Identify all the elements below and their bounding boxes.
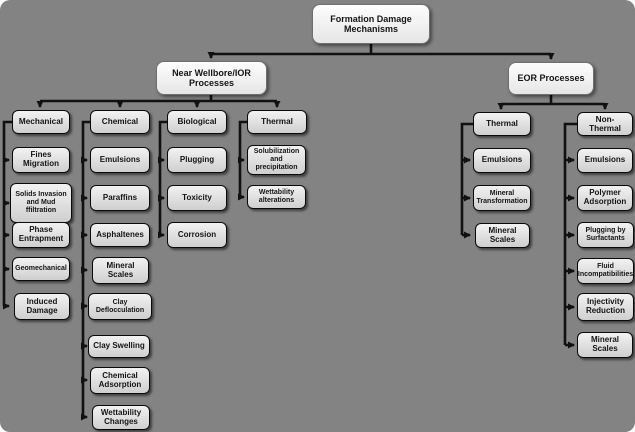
node-fines-migration: Fines Migration [12, 147, 70, 173]
node-mineral-scales-eor-thermal: Mineral Scales [475, 223, 530, 248]
node-emulsions-chemical: Emulsions [90, 147, 150, 173]
node-near-wellbore-ior-processes: Near Wellbore/IOR Processes [156, 61, 267, 95]
node-chemical: Chemical [90, 110, 150, 134]
node-mechanical: Mechanical [12, 110, 70, 134]
node-asphaltenes: Asphaltenes [90, 223, 150, 247]
node-non-thermal: Non-Thermal [577, 112, 633, 136]
node-eor-processes: EOR Processes [508, 62, 594, 95]
node-fluid-incompatibilities: Fluid Incompatibilities [577, 258, 634, 284]
node-clay-swelling: Clay Swelling [88, 335, 150, 358]
node-formation-damage-mechanisms: Formation Damage Mechanisms [312, 4, 430, 44]
node-mineral-scales-chemical: Mineral Scales [92, 257, 149, 284]
node-wettability-changes: Wettability Changes [92, 405, 150, 430]
node-polymer-adsorption: Polymer Adsorption [577, 185, 633, 211]
node-phase-entrapment: Phase Entrapment [12, 222, 70, 248]
node-thermal-ior: Thermal [247, 110, 307, 134]
node-plugging: Plugging [167, 147, 227, 173]
node-plugging-by-surfactants: Plugging by Surfactants [577, 222, 634, 248]
node-chemical-adsorption: Chemical Adsorption [90, 367, 150, 394]
node-emulsions-non-thermal: Emulsions [577, 148, 633, 173]
node-toxicity: Toxicity [167, 185, 227, 211]
node-thermal-eor: Thermal [473, 112, 531, 136]
node-paraffins: Paraffins [90, 185, 150, 211]
node-corrosion: Corrosion [167, 222, 227, 248]
node-solubilization-precipitation: Solubilization and precipitation [247, 145, 306, 175]
node-wettability-alterations: Wettability alterations [247, 185, 306, 209]
node-mineral-scales-non-thermal: Mineral Scales [577, 332, 633, 358]
node-injectivity-reduction: Injectivity Reduction [577, 293, 634, 321]
node-clay-deflocculation: Clay Deflocculation [88, 293, 152, 320]
node-geomechanical: Geomechanical [12, 257, 70, 281]
node-induced-damage: Induced Damage [14, 293, 70, 320]
node-mineral-transformation: Mineral Transformation [473, 185, 531, 211]
node-emulsions-eor-thermal: Emulsions [473, 148, 531, 173]
node-solids-invasion-mud-filtration: Solids Invasion and Mud ffiltration [10, 183, 72, 223]
node-biological: Biological [167, 110, 227, 134]
